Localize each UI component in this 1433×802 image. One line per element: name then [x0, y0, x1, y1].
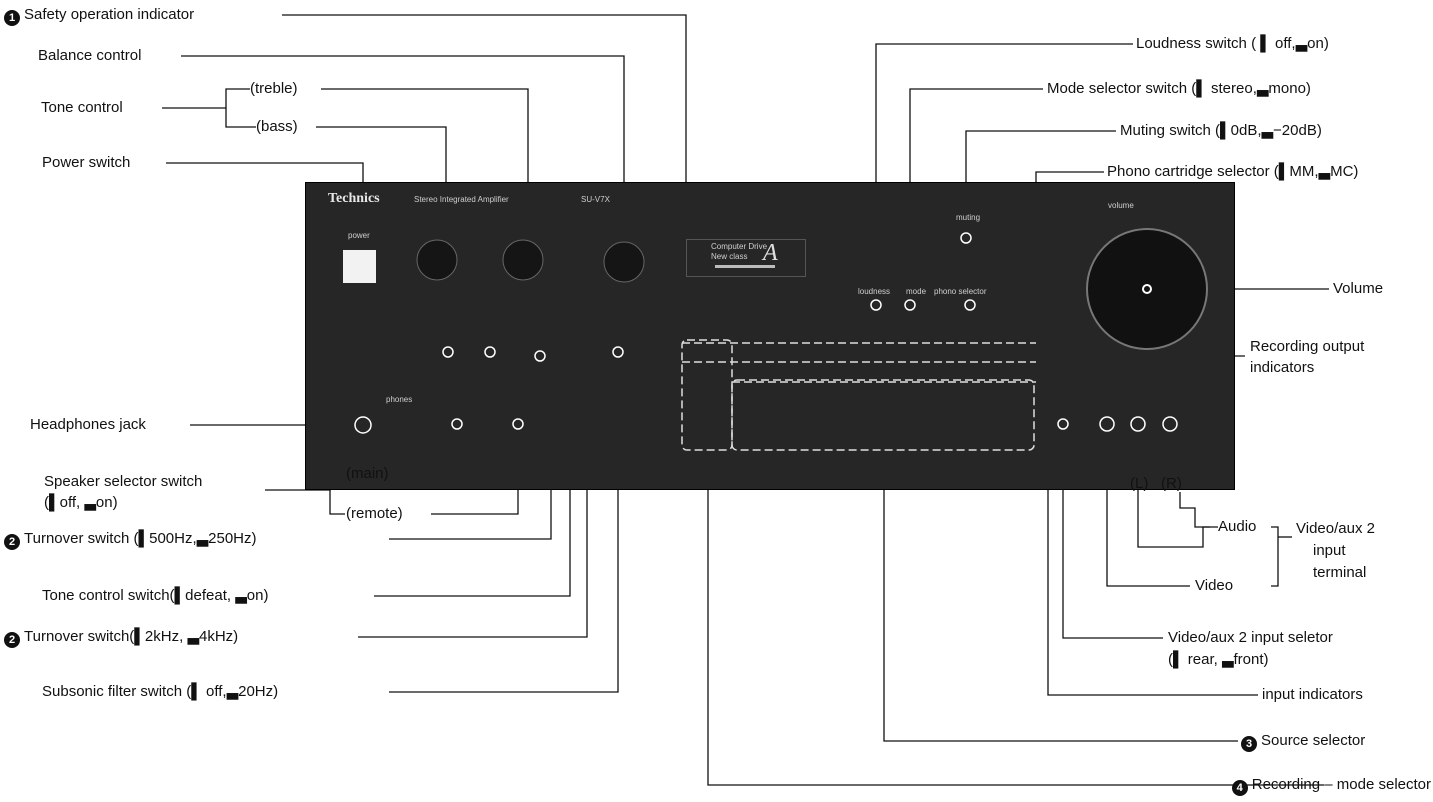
subsonic-switch[interactable]: [613, 347, 623, 357]
video-terminal[interactable]: [1100, 417, 1114, 431]
label-video: Video: [1195, 577, 1233, 595]
label-video-selector: Video/aux 2 input seletor: [1168, 629, 1333, 647]
label-mode: Mode selector switch (▌ stereo,▃mono): [1047, 80, 1311, 98]
label-video-aux-1: Video/aux 2: [1296, 520, 1375, 538]
label-bass: (bass): [256, 118, 298, 136]
mode-switch[interactable]: [905, 300, 915, 310]
label-main: (main): [346, 465, 389, 483]
label-L: (L): [1130, 475, 1148, 493]
treble-knob[interactable]: [503, 240, 543, 280]
phono-switch[interactable]: [965, 300, 975, 310]
label-phono: Phono cartridge selector (▌MM,▃MC): [1107, 163, 1358, 181]
loudness-switch[interactable]: [871, 300, 881, 310]
volume-knob[interactable]: [1087, 229, 1207, 349]
video-aux-selector[interactable]: [1058, 419, 1068, 429]
label-input-indicators: input indicators: [1262, 686, 1363, 704]
label-tone: Tone control: [41, 99, 123, 117]
label-speaker-values: (▌off, ▃on): [44, 494, 118, 512]
label-rec-output: Recording output: [1250, 338, 1364, 356]
label-loudness: Loudness switch ( ▌ off,▃on): [1136, 35, 1329, 53]
recording-mode-selector-area: [682, 340, 732, 450]
audio-r-terminal[interactable]: [1163, 417, 1177, 431]
headphones-jack[interactable]: [355, 417, 371, 433]
tone-switch[interactable]: [485, 347, 495, 357]
label-muting: Muting switch (▌0dB,▃−20dB): [1120, 122, 1322, 140]
label-video-selector-2: (▌ rear, ▃front): [1168, 651, 1269, 669]
speaker-main-switch[interactable]: [452, 419, 462, 429]
label-tone-switch: Tone control switch(▌defeat, ▃on): [42, 587, 268, 605]
source-selector-area: [732, 380, 1034, 450]
label-R: (R): [1161, 475, 1182, 493]
label-video-aux-3: terminal: [1313, 564, 1366, 582]
speaker-remote-switch[interactable]: [513, 419, 523, 429]
label-power: Power switch: [42, 154, 130, 172]
label-audio: Audio: [1218, 518, 1256, 536]
label-treble: (treble): [250, 80, 298, 98]
turnover2-switch[interactable]: [535, 351, 545, 361]
label-speaker: Speaker selector switch: [44, 473, 202, 491]
muting-switch[interactable]: [961, 233, 971, 243]
power-button[interactable]: [343, 250, 376, 283]
label-video-aux-2: input: [1313, 542, 1346, 560]
label-balance: Balance control: [38, 47, 141, 65]
audio-l-terminal[interactable]: [1131, 417, 1145, 431]
label-volume: Volume: [1333, 280, 1383, 298]
label-subsonic: Subsonic filter switch (▌ off,▃20Hz): [42, 683, 278, 701]
turnover1-switch[interactable]: [443, 347, 453, 357]
label-remote: (remote): [346, 505, 403, 523]
label-rec-output-2: indicators: [1250, 359, 1314, 377]
bass-knob[interactable]: [417, 240, 457, 280]
balance-knob[interactable]: [604, 242, 644, 282]
label-headphones: Headphones jack: [30, 416, 146, 434]
